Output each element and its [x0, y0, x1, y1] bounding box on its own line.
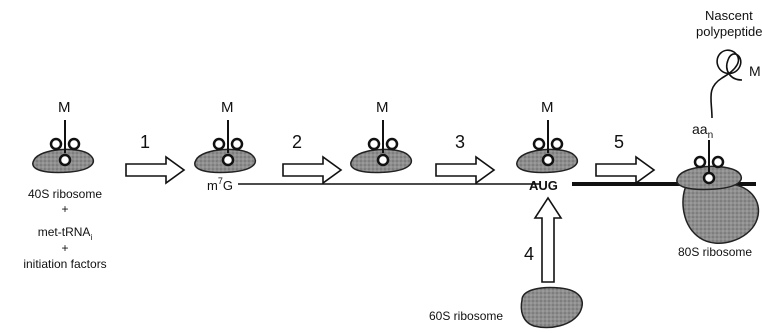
large-subunit-label: 60S ribosome	[429, 309, 503, 323]
cap-label: m7G	[207, 176, 233, 193]
plus-sign-2: +	[61, 241, 68, 255]
step-1-label: 1	[140, 132, 150, 152]
polypeptide-label: polypeptide	[696, 24, 762, 39]
arrow-step-2: 2	[282, 132, 343, 185]
met-label-3: M	[376, 99, 389, 116]
initiation-complex-1: M	[32, 99, 95, 174]
met-label-1: M	[58, 99, 71, 116]
plus-sign-1: +	[61, 202, 68, 216]
free-60s-subunit	[520, 286, 583, 329]
arrow-step-4: 4	[524, 196, 563, 283]
initiation-complex-4: M	[516, 99, 579, 174]
step-5-label: 5	[614, 132, 624, 152]
ribosome-80s: aan M Nascent polypeptide	[676, 8, 762, 244]
step-2-label: 2	[292, 132, 302, 152]
arrow-step-5: 5	[595, 132, 656, 185]
met-trna-label: met-tRNAi	[38, 225, 93, 242]
step-3-label: 3	[455, 132, 465, 152]
initiation-complex-3: M	[350, 99, 413, 174]
aug-label: AUG	[529, 178, 558, 193]
met-label-4: M	[541, 99, 554, 116]
initiation-complex-2: M	[194, 99, 257, 174]
nascent-label: Nascent	[705, 8, 753, 23]
polypeptide-met-label: M	[749, 63, 761, 79]
aa-n-label: aan	[692, 121, 713, 141]
nascent-polypeptide-squiggle	[710, 49, 743, 119]
large-subunit-on-mrna	[682, 181, 760, 244]
step-4-label: 4	[524, 244, 534, 264]
arrow-step-1: 1	[125, 132, 186, 185]
met-label-2: M	[221, 99, 234, 116]
full-ribosome-label: 80S ribosome	[678, 245, 752, 259]
arrow-step-3: 3	[435, 132, 496, 185]
small-subunit-label: 40S ribosome	[28, 187, 102, 201]
initiation-factors-label: initiation factors	[23, 257, 106, 271]
